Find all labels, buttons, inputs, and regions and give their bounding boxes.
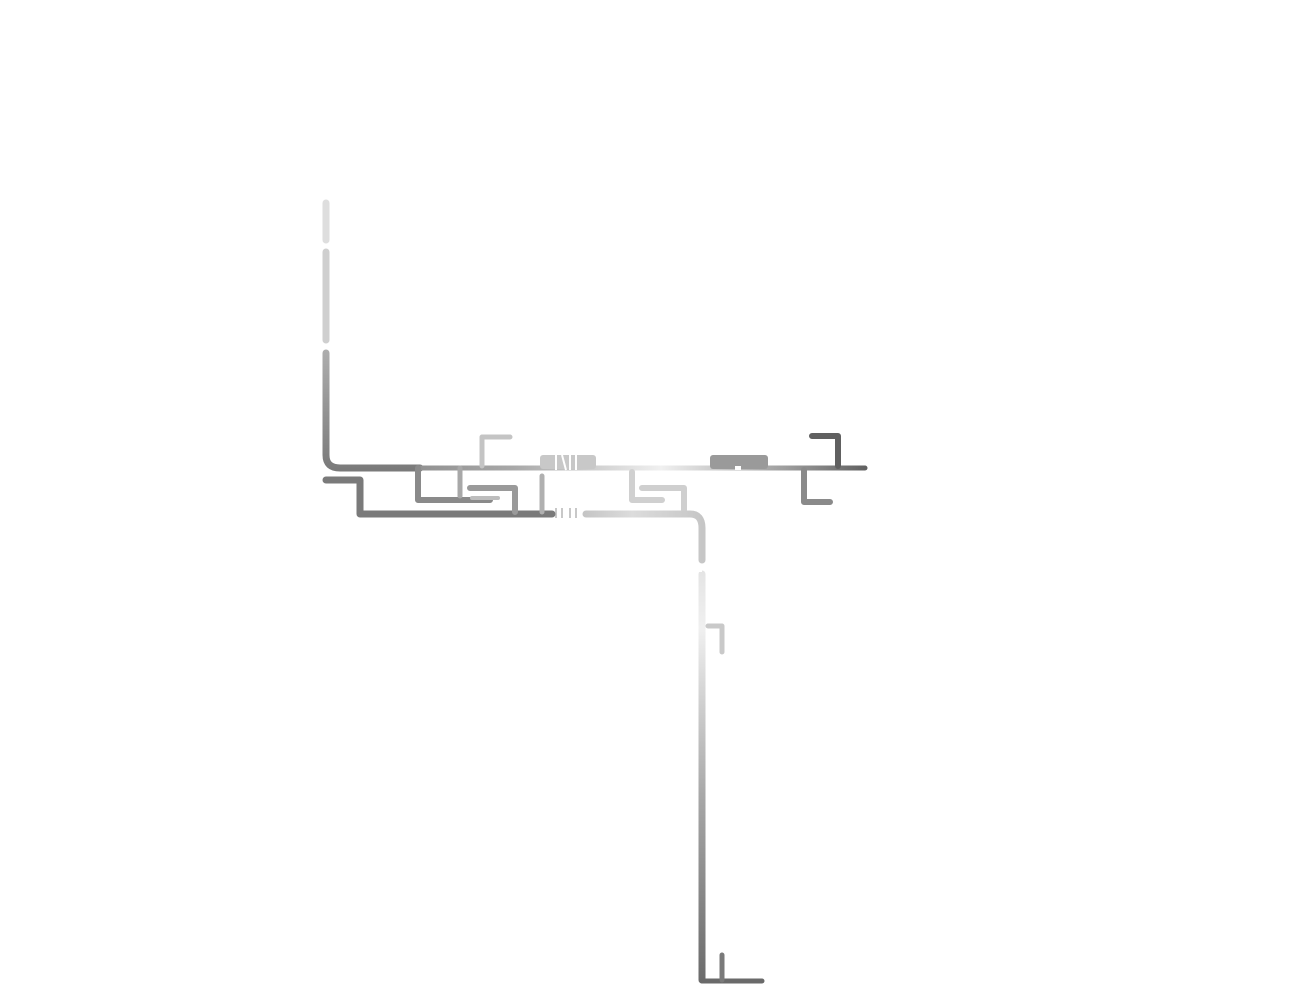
drip-leg (698, 570, 725, 984)
horizontal-frame-rail (417, 433, 868, 505)
sash-profile (322, 465, 706, 564)
gasket-block-left (540, 455, 596, 469)
vertical-frame-leg (322, 199, 424, 472)
glazing-bead (698, 466, 741, 572)
thermal-break (555, 454, 577, 518)
gasket-block-right (710, 455, 768, 469)
foot-flange (699, 952, 765, 984)
